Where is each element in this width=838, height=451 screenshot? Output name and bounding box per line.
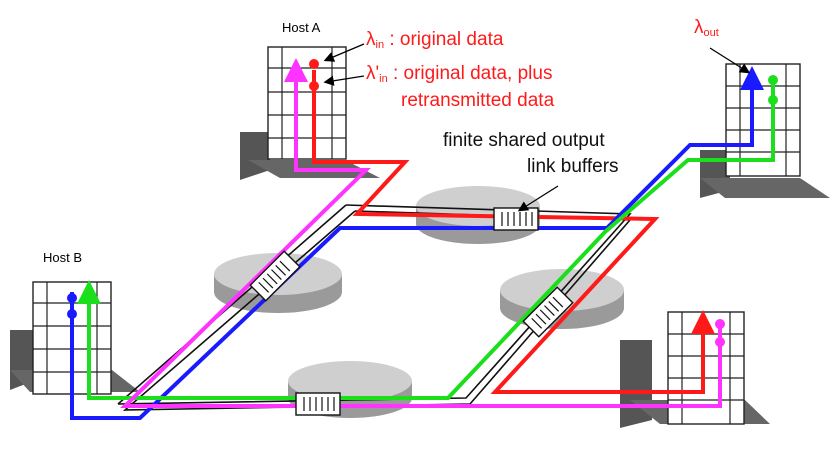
arrow-icon bbox=[323, 75, 365, 86]
buffer-icon bbox=[493, 207, 539, 231]
flow-magenta bbox=[120, 58, 722, 408]
arrow-icon bbox=[517, 185, 559, 212]
lambda-symbol: λ' bbox=[366, 63, 380, 84]
lambda-symbol: λ bbox=[366, 29, 376, 50]
buffers-label-line1: finite shared output bbox=[443, 130, 605, 151]
lambda-in-prime-text: : original data, plus bbox=[387, 63, 553, 84]
lambda-symbol: λ bbox=[694, 17, 704, 38]
lambda-subscript: in bbox=[379, 73, 388, 85]
lambda-in-prime-label: λ'in : original data, plus bbox=[366, 64, 552, 85]
flow-dot bbox=[309, 81, 319, 91]
computer-host-d bbox=[620, 311, 770, 428]
arrow-icon bbox=[323, 43, 365, 62]
buffers-label-line2: link buffers bbox=[527, 156, 619, 177]
flow-dot bbox=[715, 337, 725, 347]
computer-host-c bbox=[700, 63, 830, 198]
lambda-out-label: λout bbox=[694, 18, 719, 39]
lambda-in-prime-label-2: retransmitted data bbox=[401, 90, 555, 111]
buffer-icon bbox=[522, 286, 574, 338]
arrow-icon bbox=[709, 47, 751, 74]
flow-dot bbox=[67, 309, 77, 319]
flow-blue bbox=[70, 66, 764, 420]
lambda-subscript: out bbox=[703, 27, 719, 39]
flow-dot bbox=[309, 59, 319, 69]
flow-dot bbox=[67, 293, 77, 303]
flow-green bbox=[77, 78, 775, 400]
lambda-in-text: : original data bbox=[384, 29, 504, 50]
flow-dot bbox=[715, 319, 725, 329]
host-b-label: Host B bbox=[43, 250, 83, 265]
flow-dot bbox=[768, 75, 778, 85]
buffer-icon bbox=[249, 250, 301, 302]
buffer-icon bbox=[295, 392, 341, 416]
host-a-label: Host A bbox=[282, 20, 321, 35]
flow-dot bbox=[768, 95, 778, 105]
lambda-in-label: λin : original data bbox=[366, 30, 503, 51]
lambda-subscript: in bbox=[375, 39, 385, 51]
